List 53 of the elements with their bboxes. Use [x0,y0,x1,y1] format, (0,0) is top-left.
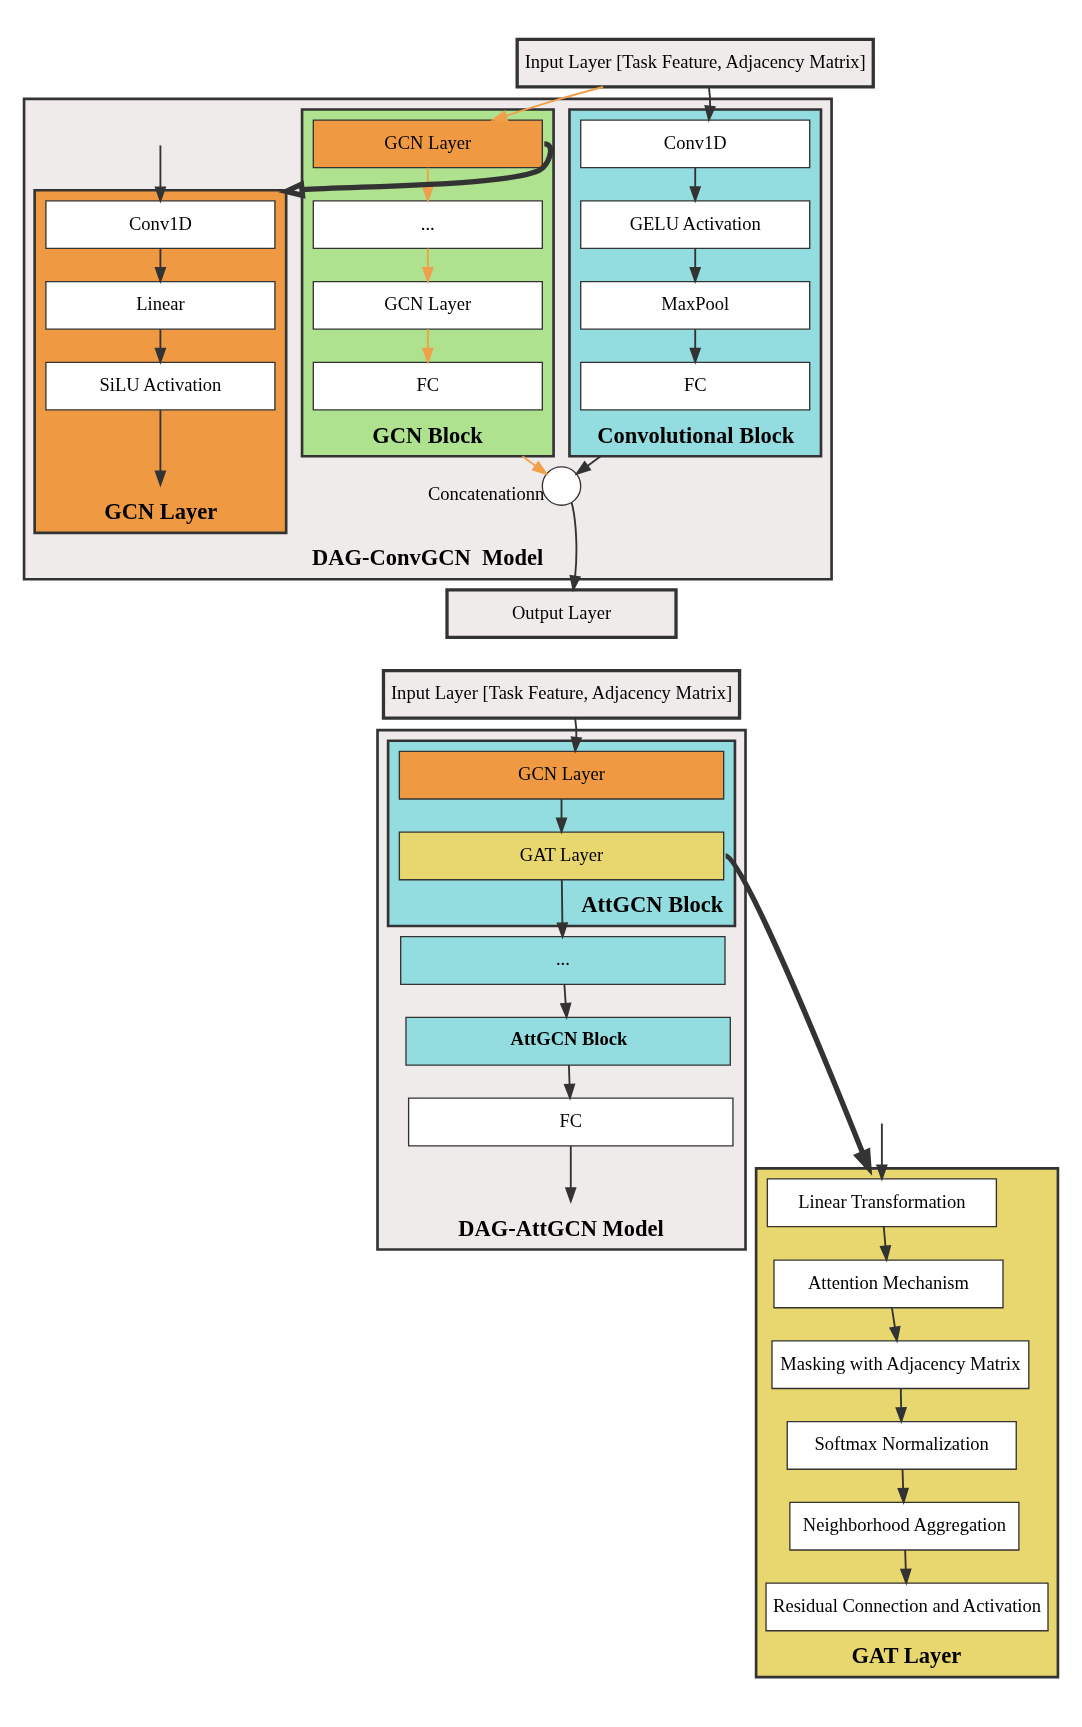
arrow [556,878,569,940]
arrow [154,247,167,285]
arrow [563,1064,576,1101]
arrow [689,328,702,365]
node-box: Residual Connection and Activation [765,1582,1049,1632]
arrow [704,86,717,123]
arrow [899,1549,912,1586]
node-box: GCN Layer [398,750,725,800]
node-box: FC [312,361,543,411]
node-box: Linear Transformation [766,1178,998,1228]
arrow [154,144,167,204]
arrow [574,455,602,476]
arrow [724,853,873,1176]
node-box: Output Layer [445,588,678,640]
node-box: GCN Layer [312,119,543,169]
node-box: Conv1D [580,119,811,169]
arrow [879,1225,892,1263]
arrow [421,328,434,365]
arrow [421,247,434,285]
node-box: Conv1D [45,200,276,250]
arrow [895,1387,908,1425]
node-box: AttGCN Block [405,1016,731,1066]
arrow [689,247,702,285]
arrow [559,983,572,1020]
arrow [570,717,583,754]
node-box: GAT Layer [398,831,725,881]
node-box: FC [407,1097,734,1147]
node-box: Softmax Normalization [786,1420,1017,1470]
arrow [154,328,167,365]
node-box: MaxPool [580,280,811,330]
arrow [278,141,554,199]
node-box: GCN Layer [312,280,543,330]
arrow [897,1468,910,1505]
node-box: SiLU Activation [45,361,276,411]
node-box: Input Layer [Task Feature, Adjacency Matrix] [515,37,875,89]
node-box: Linear [45,280,276,330]
node-box: Masking with Adjacency Matrix [771,1340,1030,1390]
arrow [564,1144,577,1205]
arrow [154,409,167,488]
node-box: Input Layer [Task Feature, Adjacency Matrix] [381,668,742,720]
node-box: Neighborhood Aggregation [789,1501,1020,1551]
node-box: FC [580,361,811,411]
arrow [521,455,549,476]
node-label: Concatenationn [427,483,545,505]
arrow [875,1122,888,1182]
node-box: ... [312,200,543,250]
node-box: Attention Mechanism [773,1259,1004,1309]
arrow [689,166,702,204]
node-box: ... [400,936,726,985]
node-box: GELU Activation [580,200,811,250]
arrow [569,501,582,593]
arrow [888,1306,901,1344]
arrow [555,798,568,835]
